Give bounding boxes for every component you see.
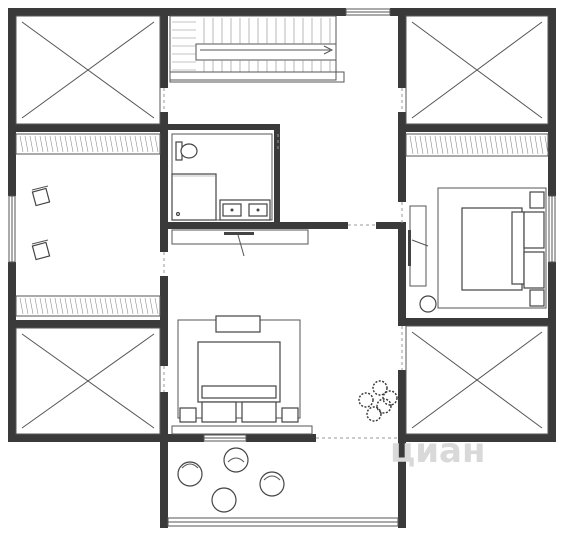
bathroom [171,133,273,221]
plant-icon [358,380,398,422]
corridor-counter [171,229,309,257]
door-openings [163,88,403,439]
dresser-icon [215,315,261,333]
master-bedroom [171,315,313,435]
left-room [15,133,161,317]
stool-icon [419,295,437,313]
chair-icon [31,239,51,261]
watermark: циан [390,431,485,471]
bed-icon [179,341,299,423]
void-spaces [15,15,549,435]
wardrobe-rail [15,133,161,155]
seating-icon [177,447,285,513]
bed-icon [461,191,545,307]
toilet-icon [175,141,198,161]
shower-icon [171,173,217,221]
sink-icon [219,199,271,221]
interior-walls [8,8,556,442]
windows [8,8,556,442]
staircase [169,15,345,83]
wardrobe-rail [405,133,549,157]
exterior-walls [8,8,556,442]
chair-icon [31,185,51,207]
desk-icon [408,205,429,287]
wardrobe-rail [15,295,161,317]
right-bedroom [405,133,549,313]
balcony [160,442,406,528]
